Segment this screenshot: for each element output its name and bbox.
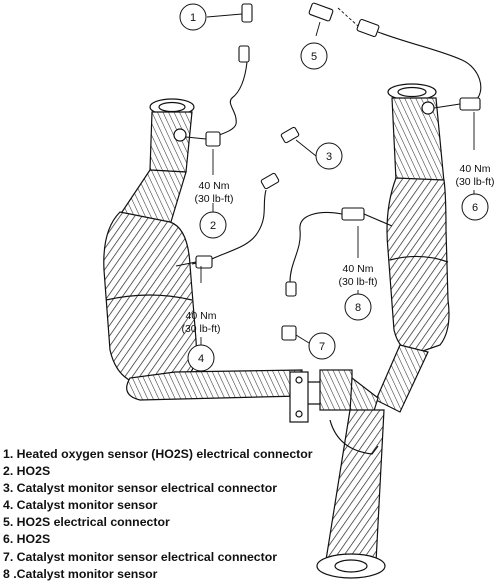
catalyst-sensor-left (175, 126, 300, 269)
torque-labels: 40 Nm (30 lb-ft) 40 Nm (30 lb-ft) 40 Nm … (181, 163, 494, 335)
torque-8-lbft: (30 lb-ft) (338, 276, 377, 288)
legend-item-1: 1. Heated oxygen sensor (HO2S) electrica… (3, 447, 313, 461)
torque-4-nm: 40 Nm (186, 310, 217, 322)
torque-2-lbft: (30 lb-ft) (194, 193, 233, 205)
callout-1: 1 (179, 3, 207, 31)
y-pipe (289, 369, 386, 579)
legend-item-6: 6. HO2S (3, 532, 51, 547)
callout-2-number: 2 (210, 220, 216, 232)
torque-6-nm: 40 Nm (460, 163, 491, 175)
callout-6-number: 6 (472, 202, 478, 214)
callout-6: 6 (461, 193, 489, 221)
torque-4-lbft: (30 lb-ft) (181, 323, 220, 335)
catalyst-sensor-right (281, 207, 393, 341)
callout-7: 7 (308, 332, 336, 360)
right-exhaust-manifold (375, 83, 450, 413)
callout-7-number: 7 (319, 341, 325, 353)
legend: 1. Heated oxygen sensor (HO2S) electrica… (3, 446, 497, 583)
callout-3-number: 3 (326, 151, 332, 163)
callout-5-number: 5 (311, 51, 317, 63)
ho2s-right (308, 2, 482, 111)
callout-4-number: 4 (198, 353, 204, 365)
callout-8-number: 8 (355, 302, 361, 314)
callout-1-number: 1 (190, 12, 196, 24)
torque-2-nm: 40 Nm (199, 180, 230, 192)
legend-item-3: 3. Catalyst monitor sensor electrical co… (3, 481, 278, 496)
callout-2: 2 (199, 211, 227, 239)
left-exhaust-manifold (103, 98, 303, 401)
ho2s-left (185, 3, 253, 147)
callout-4: 4 (187, 344, 215, 372)
torque-6-lbft: (30 lb-ft) (455, 176, 494, 188)
callout-8: 8 (344, 293, 372, 321)
legend-item-5: 5. HO2S electrical connector (3, 515, 170, 530)
torque-8-nm: 40 Nm (343, 263, 374, 275)
legend-item-8: 8 .Catalyst monitor sensor (3, 566, 158, 581)
callout-3: 3 (315, 142, 343, 170)
legend-item-4: 4. Catalyst monitor sensor (3, 498, 158, 513)
legend-item-2: 2. HO2S (3, 464, 51, 479)
callout-5: 5 (300, 42, 328, 70)
legend-item-7: 7. Catalyst monitor sensor electrical co… (3, 549, 278, 564)
leader-lines (200, 7, 475, 346)
